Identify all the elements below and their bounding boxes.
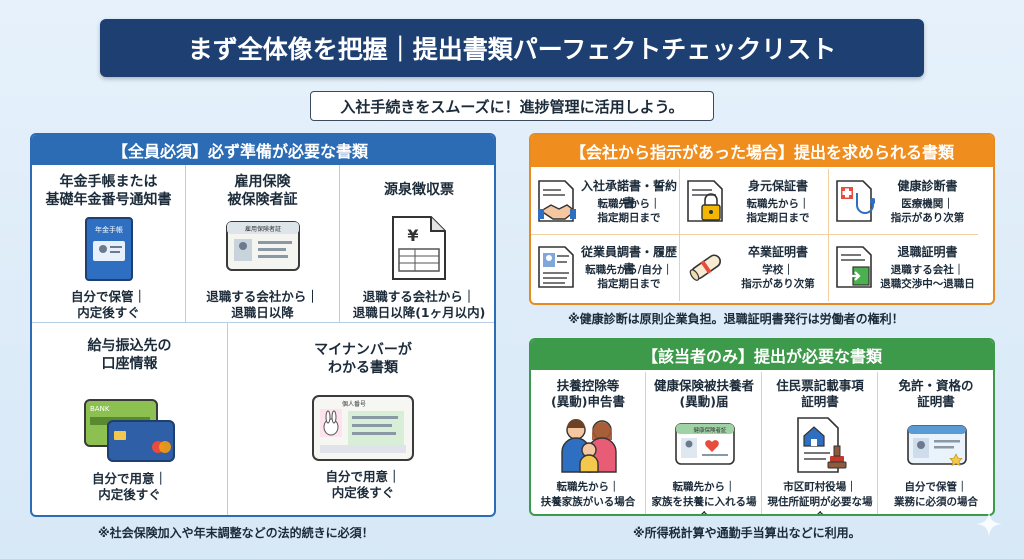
family-icon (561, 419, 617, 473)
sparkle-icon (976, 511, 1002, 537)
residence-certificate-icon (797, 417, 847, 473)
company-panel-header: 【会社から指示があった場合】提出を求められる書類 (531, 135, 993, 167)
item-title: 健康保険被扶養者(異動)届 (653, 378, 754, 409)
applicable-item-dependent-declaration: 扶養控除等(異動)申告書 転職先から｜扶養家族がいる場合 (531, 372, 646, 514)
insurance-card-icon: 雇用保険者証 (226, 221, 300, 271)
svg-text:雇用保険者証: 雇用保険者証 (245, 225, 281, 233)
required-item-bank-account: 給与振込先の口座情報 BANK 自分で用意｜内定後すぐ (32, 323, 228, 515)
health-insurance-card-icon: 健康保険者証 (675, 423, 735, 465)
item-footer: 転職先から/自分｜指定期日まで (585, 264, 673, 290)
required-item-my-number: マイナンバーがわかる書類 個人番号 自分で用意｜内定後すぐ (228, 323, 494, 515)
item-title: 退職証明書 (897, 245, 958, 259)
item-footer: 転職先から｜扶養家族がいる場合 (540, 481, 636, 508)
item-title: 住民票記載事項証明書 (776, 378, 864, 409)
item-title: 従業員調書・履歴書 (580, 245, 677, 276)
my-number-card-icon: 個人番号 (312, 395, 414, 461)
applicable-panel-header: 【該当者のみ】提出が必要な書類 (531, 340, 993, 370)
svg-text:年金手帳: 年金手帳 (95, 225, 123, 234)
item-footer: 転職先から｜指定期日まで (597, 198, 661, 224)
applicable-item-license: 免許・資格の証明書 自分で保管｜業務に必須の場合 (879, 372, 993, 514)
required-documents-panel: 【全員必須】必ず準備が必要な書類 年金手帳または基礎年金番号通知書 年金手帳 自… (30, 133, 496, 517)
item-footer: 自分で保管｜内定後すぐ (70, 289, 146, 320)
handshake-document-icon (538, 180, 577, 222)
item-title: 給与振込先の口座情報 (87, 338, 172, 372)
resume-icon (538, 246, 574, 288)
applicable-documents-panel: 【該当者のみ】提出が必要な書類 扶養控除等(異動)申告書 転職先から｜扶養家族が… (529, 338, 995, 516)
item-title: 健康診断書 (897, 179, 958, 193)
company-item-consent: 入社承諾書・誓約書 転職先から｜指定期日まで (531, 169, 680, 235)
item-title: 源泉徴収票 (384, 182, 454, 198)
item-footer: 自分で用意｜内定後すぐ (325, 469, 401, 500)
svg-text:健康保険者証: 健康保険者証 (693, 426, 727, 434)
diploma-icon (689, 254, 721, 281)
item-footer: 退職する会社から｜退職日以降 (206, 289, 319, 320)
item-title: 年金手帳または基礎年金番号通知書 (45, 174, 172, 208)
svg-text:個人番号: 個人番号 (342, 400, 366, 408)
item-footer: 自分で保管｜業務に必須の場合 (894, 481, 978, 508)
item-footer: 医療機関｜指示があり次第 (890, 198, 965, 224)
svg-text:¥: ¥ (407, 226, 418, 245)
required-panel-header: 【全員必須】必ず準備が必要な書類 (32, 135, 494, 165)
item-footer: 自分で用意｜内定後すぐ (91, 471, 167, 502)
item-title: 雇用保険被保険者証 (227, 174, 298, 208)
item-title: 扶養控除等(異動)申告書 (551, 378, 625, 409)
item-footer: 学校｜指示があり次第 (741, 264, 815, 290)
medical-stethoscope-icon (836, 180, 875, 222)
applicable-note: ※所得税計算や通勤手当算出などに利用。 (633, 526, 861, 540)
svg-text:BANK: BANK (90, 405, 110, 413)
company-item-resume: 従業員調書・履歴書 転職先から/自分｜指定期日まで (531, 235, 680, 301)
required-item-withholding-slip: 源泉徴収票 ¥ 退職する会社から｜退職日以降(1ヶ月以内) (340, 165, 494, 323)
company-item-retirement-cert: 退職証明書 退職する会社｜退職交渉中〜退職日 (829, 235, 978, 301)
item-footer: 転職先から｜家族を扶養に入れる場合 (651, 481, 757, 514)
item-title: 身元保証書 (747, 179, 808, 193)
item-title: マイナンバーがわかる書類 (314, 342, 412, 376)
pension-book-icon: 年金手帳 (85, 217, 133, 281)
company-item-graduation: 卒業証明書 学校｜指示があり次第 (680, 235, 829, 301)
page-title: まず全体像を把握｜提出書類パーフェクトチェックリスト (100, 19, 924, 77)
license-card-icon (907, 425, 967, 467)
page-subtitle: 入社手続きをスムーズに！進捗管理に活用しよう。 (310, 91, 714, 121)
item-title: 入社承諾書・誓約書 (580, 179, 677, 210)
bank-card-icon: BANK (84, 399, 175, 462)
applicable-item-health-dependent: 健康保険被扶養者(異動)届 健康保険者証 転職先から｜家族を扶養に入れる場合 (647, 372, 762, 514)
item-title: 免許・資格の証明書 (898, 378, 974, 409)
item-footer: 市区町村役場｜現住所証明が必要な場合 (767, 481, 873, 514)
item-title: 卒業証明書 (747, 245, 808, 259)
item-footer: 退職する会社｜退職交渉中〜退職日 (880, 264, 975, 290)
required-item-pension: 年金手帳または基礎年金番号通知書 年金手帳 自分で保管｜内定後すぐ (32, 165, 186, 323)
required-item-employment-insurance: 雇用保険被保険者証 雇用保険者証 退職する会社から｜退職日以降 (186, 165, 340, 323)
item-footer: 転職先から｜指定期日まで (746, 198, 810, 224)
exit-document-icon (836, 246, 872, 288)
company-note: ※健康診断は原則企業負担。退職証明書発行は労働者の権利！ (568, 312, 904, 326)
item-footer: 退職する会社から｜退職日以降(1ヶ月以内) (352, 289, 486, 320)
company-item-guarantee: 身元保証書 転職先から｜指定期日まで (680, 169, 829, 235)
lock-document-icon (687, 180, 723, 222)
company-request-panel: 【会社から指示があった場合】提出を求められる書類 入社承諾書・誓約書 転職先から… (529, 133, 995, 305)
company-item-health-check: 健康診断書 医療機関｜指示があり次第 (829, 169, 978, 235)
yen-document-icon: ¥ (392, 216, 446, 280)
required-note: ※社会保険加入や年末調整などの法的続きに必須！ (98, 526, 374, 540)
